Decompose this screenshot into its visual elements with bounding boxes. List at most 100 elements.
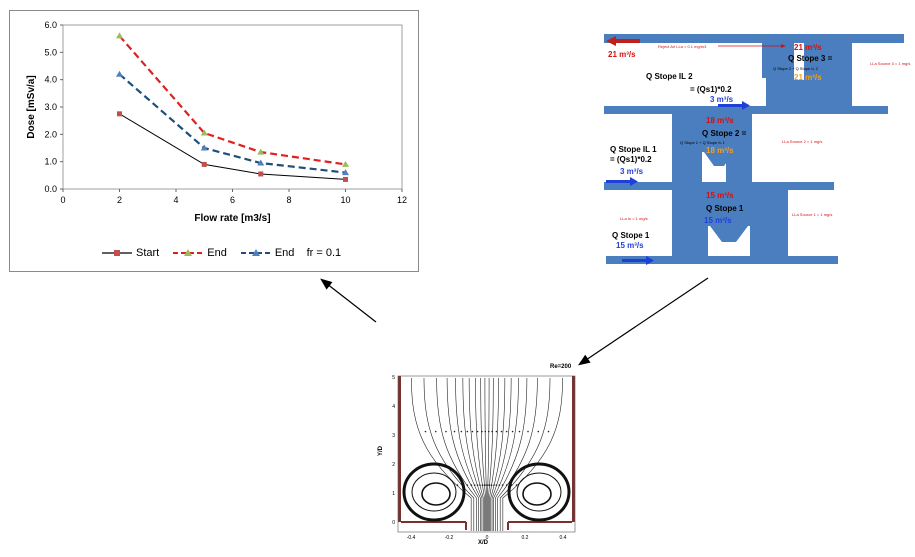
streamline-marker [471,430,474,433]
streamline-marker [500,430,503,433]
flow-ylabel: Y/D [378,445,385,457]
series-0-point [117,111,122,117]
streamline-marker [547,430,550,433]
streamline-marker [505,484,508,486]
streamline-marker [456,484,459,486]
stope1-title: Q Stope 1 [706,204,744,213]
right-vortex [507,462,571,522]
streamline [493,377,519,531]
series-0-point [201,161,207,167]
series-2-point [342,169,349,176]
stope3-flow: 21 m³/s [794,73,822,82]
stope2-title: Q Stope 2 = [702,129,747,138]
streamline [480,377,486,531]
streamline-marker [488,484,491,486]
flow-xlabel: X/D [478,540,489,546]
streamline-marker [460,430,463,433]
streamline-marker [481,430,483,433]
flow-x-tick-label: 0 [486,535,489,541]
series-2-point [200,144,208,151]
streamline [436,377,477,531]
streamline-marker [445,430,447,433]
x-tick-label: 0 [60,195,65,205]
drift-top [604,34,904,43]
streamline-marker [453,430,456,433]
streamline-marker [493,484,495,486]
x-tick-label: 10 [340,195,350,205]
level1-flow: 15 m³/s [706,191,734,200]
chart-legend: Start End End fr = 0.1 [102,247,341,259]
streamline-marker [483,484,486,486]
series-0-point [258,171,264,177]
src1-label: LLa Source 1 = 1 mg/s [792,212,833,217]
streamline-marker [490,484,493,486]
streamline-marker [487,430,490,433]
series-2-point [257,159,265,166]
streamline-marker [515,484,518,486]
series-2-point [116,70,123,77]
streamline [487,377,490,531]
streamline-marker [476,430,479,433]
streamline-marker [511,430,514,433]
plot-area [62,24,403,190]
src2-label: LLa Source 2 = 1 mg/s [782,139,823,144]
streamline-marker [424,430,427,433]
arrow-to-chart [320,278,377,323]
series-1-point [200,129,208,136]
series-1-point [257,148,265,155]
series-1-point [342,160,349,167]
il1-formula: = (Qs1)*0.2 [610,155,652,164]
streamline-marker [466,430,469,433]
stope3-sub: Q Stope 2 + Q Stope IL 2 [773,66,818,71]
streamline-marker [481,484,484,486]
stope1-flow: 15 m³/s [704,216,732,225]
streamline-marker [484,430,487,433]
streamline-marker [476,484,479,486]
top-mid-flow: 21 m³/s [794,43,822,52]
il2-flow: 3 m³/s [710,95,734,104]
streamline-marker [501,484,504,486]
legend-start: Start [102,247,159,259]
series-0-point [343,176,348,182]
streamline-marker [434,430,437,433]
intake-flow: 15 m³/s [616,241,644,250]
stope2-sub: Q Stope 1 + Q Stope IL 1 [680,140,725,145]
streamline [502,377,563,531]
flow-x-tick-label: 0.2 [522,535,529,541]
y-tick-label: 3.0 [44,102,57,112]
stope-3 [762,43,852,110]
streamline [499,377,551,531]
flow-y-tick-label: 5 [392,375,395,381]
x-tick-label: 6 [230,195,235,205]
streamline [497,377,538,531]
arrow-to-streamlines [578,277,709,366]
streamline-marker [479,484,481,486]
streamline [468,377,484,531]
reject-air-arrow [606,36,640,46]
streamline [423,377,475,531]
stope2-flow: 18 m³/s [706,146,734,155]
streamline [488,377,494,531]
stope-1 [672,190,788,242]
streamline [475,377,485,531]
streamline-marker [485,484,487,486]
series-line-0 [119,113,346,180]
drift-bottom [606,256,838,264]
legend-end-fr: End fr = 0.1 [240,247,341,259]
flow-y-tick-label: 2 [392,462,395,468]
flow-y-tick-label: 0 [392,520,395,526]
drift-level-1 [604,182,834,190]
streamline [491,377,512,531]
series-1-point [116,32,123,39]
flow-x-tick-label: 0.4 [560,535,567,541]
streamline [490,377,506,531]
src3-label: LLa Source 3 = 1 mg/s [870,61,911,66]
drift-level-2 [604,106,888,114]
il2-formula: = (Qs1)*0.2 [690,85,732,94]
y-tick-label: 4.0 [44,75,57,85]
